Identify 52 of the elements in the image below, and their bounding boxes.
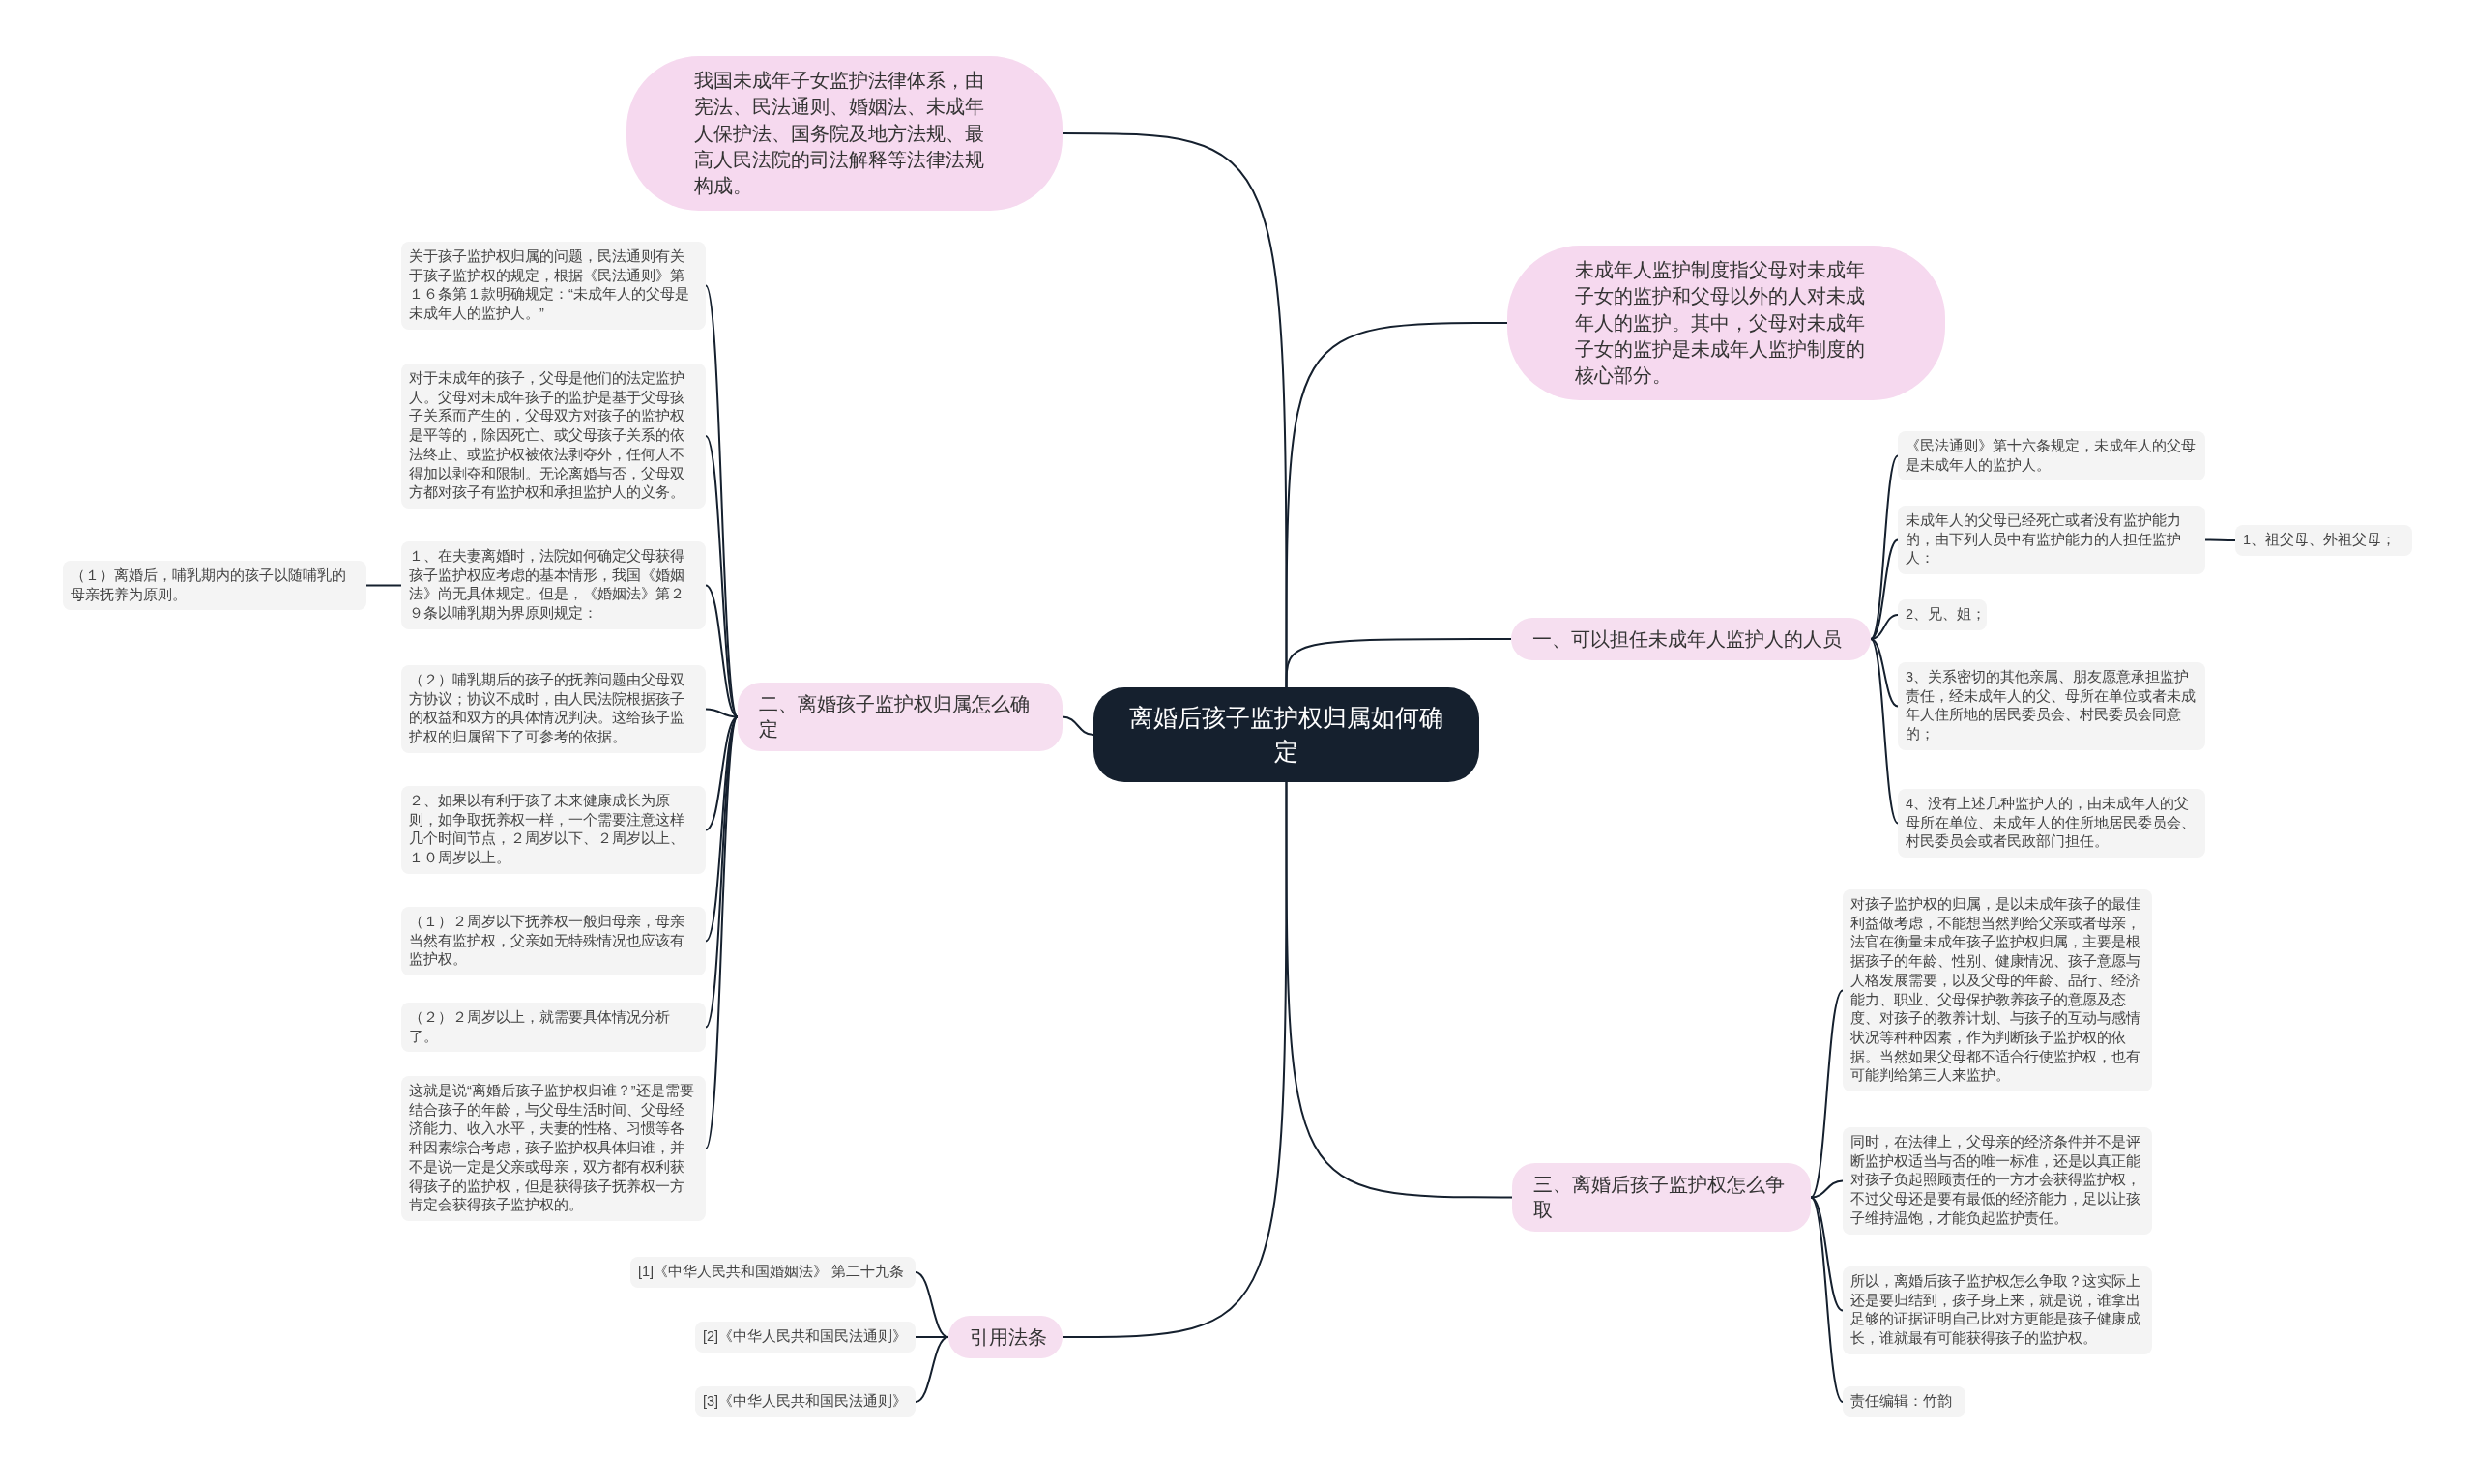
note-box: （２）哺乳期后的孩子的抚养问题由父母双方协议；协议不成时，由人民法院根据孩子的权益和双方的具体情况判决。这给孩子监护权的归属留下了可参考的依据。	[401, 665, 706, 753]
connector-line	[705, 715, 739, 1029]
note-box: １、在夫妻离婚时，法院如何确定父母获得孩子监护权应考虑的基本情形，我国《婚姻法》尚无具体规定。但是，《婚姻法》第２９条以哺乳期为界原则规定：	[401, 541, 706, 629]
note-box: 《民法通则》第十六条规定，未成年人的父母是未成年人的监护人。	[1898, 431, 2205, 481]
connector-line	[1870, 538, 1899, 640]
note-box: 同时，在法律上，父母亲的经济条件并不是评断监护权适当与否的唯一标准，还是以真正能对孩子负起照顾责任的一方才会获得监护权，不过父母还是要有最低的经济能力，足以让孩子维持温饱，才能负起监护责任。	[1843, 1127, 2152, 1235]
note-box: 3、关系密切的其他亲属、朋友愿意承担监护责任，经未成年人的父、母所在单位或者未成年人住所地的居民委员会、村民委员会同意的；	[1898, 662, 2205, 750]
connector-line	[705, 715, 739, 1149]
note-box: ２、如果以有利于孩子未来健康成长为原则，如争取抚养权一样，一个需要注意这样几个时间节点，２周岁以下、２周岁以上、１０周岁以上。	[401, 786, 706, 874]
branch-topic: 二、离婚孩子监护权归属怎么确定	[738, 683, 1063, 751]
connector-line	[1062, 781, 1288, 1338]
connector-line	[1810, 989, 1844, 1199]
connector-line	[1870, 614, 1899, 640]
note-box: 未成年人的父母已经死亡或者没有监护能力的，由下列人员中有监护能力的人担任监护人：	[1898, 506, 2205, 575]
connector-line	[1810, 1179, 1844, 1199]
note-box: [2]《中华人民共和国民法通则》	[695, 1322, 916, 1353]
branch-topic: 三、离婚后孩子监护权怎么争取	[1512, 1163, 1811, 1232]
connector-line	[705, 715, 739, 831]
connector-line	[915, 1336, 949, 1403]
branch-topic: 引用法条	[948, 1316, 1063, 1359]
note-box: 4、没有上述几种监护人的，由未成年人的父母所在单位、未成年人的住所地居民委员会、村民委员会或者民政部门担任。	[1898, 789, 2205, 858]
connector-line	[915, 1271, 949, 1338]
connector-line	[365, 584, 402, 587]
connector-line	[1810, 1196, 1844, 1403]
connector-line	[1870, 638, 1899, 708]
topic-bubble: 我国未成年子女监护法律体系，由宪法、民法通则、婚姻法、未成年人保护法、国务院及地方法规、最高人民法院的司法解释等法律法规构成。	[626, 56, 1063, 212]
note-box: 责任编辑：竹韵	[1843, 1386, 1965, 1417]
note-box: 1、祖父母、外祖父母；	[2235, 525, 2412, 556]
note-box: （１）２周岁以下抚养权一般归母亲，母亲当然有监护权，父亲如无特殊情况也应该有监护权。	[401, 907, 706, 976]
branch-topic: 一、可以担任未成年人监护人的人员	[1511, 618, 1871, 661]
connector-line	[1285, 638, 1512, 688]
connector-line	[705, 708, 739, 718]
connector-line	[1285, 322, 1508, 688]
connector-line	[2204, 538, 2236, 541]
note-box: 关于孩子监护权归属的问题，民法通则有关于孩子监护权的规定，根据《民法通则》第１６条第１款明确规定：“未成年人的父母是未成年人的监护人。”	[401, 242, 706, 330]
note-box: （２）２周岁以上，就需要具体情况分析了。	[401, 1003, 706, 1053]
note-box: 对于未成年的孩子，父母是他们的法定监护人。父母对未成年孩子的监护是基于父母孩子关系而产生的，父母双方对孩子的监护权是平等的，除因死亡、或父母孩子关系的依法终止、或监护权被依法剥夺外，任何人不得加以剥夺和限制。无论离婚与否，父母双方都对孩子有监护权和承担监护人的义务。	[401, 364, 706, 509]
connector-line	[1810, 1196, 1844, 1312]
note-box: 2、兄、姐；	[1898, 599, 1987, 630]
central-topic: 离婚后孩子监护权归属如何确定	[1093, 687, 1479, 782]
connector-line	[705, 584, 739, 718]
note-box: （１）离婚后，哺乳期内的孩子以随哺乳的母亲抚养为原则。	[63, 561, 366, 611]
note-box: 对孩子监护权的归属，是以未成年孩子的最佳利益做考虑，不能想当然判给父亲或者母亲，法官在衡量未成年孩子监护权归属，主要是根据孩子的年龄、性别、健康情况、孩子意愿与人格发展需要，以及父母的年龄、品行、经济能力、职业、父母保护教养孩子的意愿及态度、对孩子的教养计划、与孩子的互动与感情状况等种种因素，作为判断孩子监护权的依据。当然如果父母都不适合行使监护权，也有可能判给第三人来监护。	[1843, 889, 2152, 1092]
note-box: 这就是说“离婚后孩子监护权归谁？”还是需要结合孩子的年龄，与父母生活时间、父母经济能力、收入水平，夫妻的性格、习惯等各种因素综合考虑，孩子监护权具体归谁，并不是说一定是父亲或母亲，双方都有权利获得孩子的监护权，但是获得孩子抚养权一方肯定会获得孩子监护权的。	[401, 1076, 706, 1222]
note-box: 所以，离婚后孩子监护权怎么争取？这实际上还是要归结到，孩子身上来，就是说，谁拿出足够的证据证明自己比对方更能是孩子健康成长，谁就最有可能获得孩子的监护权。	[1843, 1266, 2152, 1354]
connector-line	[1285, 781, 1513, 1199]
connector-line	[1062, 715, 1094, 736]
topic-bubble: 未成年人监护制度指父母对未成年子女的监护和父母以外的人对未成年人的监护。其中，父母对未成年子女的监护是未成年人监护制度的核心部分。	[1507, 246, 1945, 401]
connector-line	[1870, 638, 1899, 825]
note-box: [1]《中华人民共和国婚姻法》 第二十九条	[630, 1257, 916, 1288]
connector-line	[705, 435, 739, 718]
note-box: [3]《中华人民共和国民法通则》	[695, 1386, 916, 1417]
